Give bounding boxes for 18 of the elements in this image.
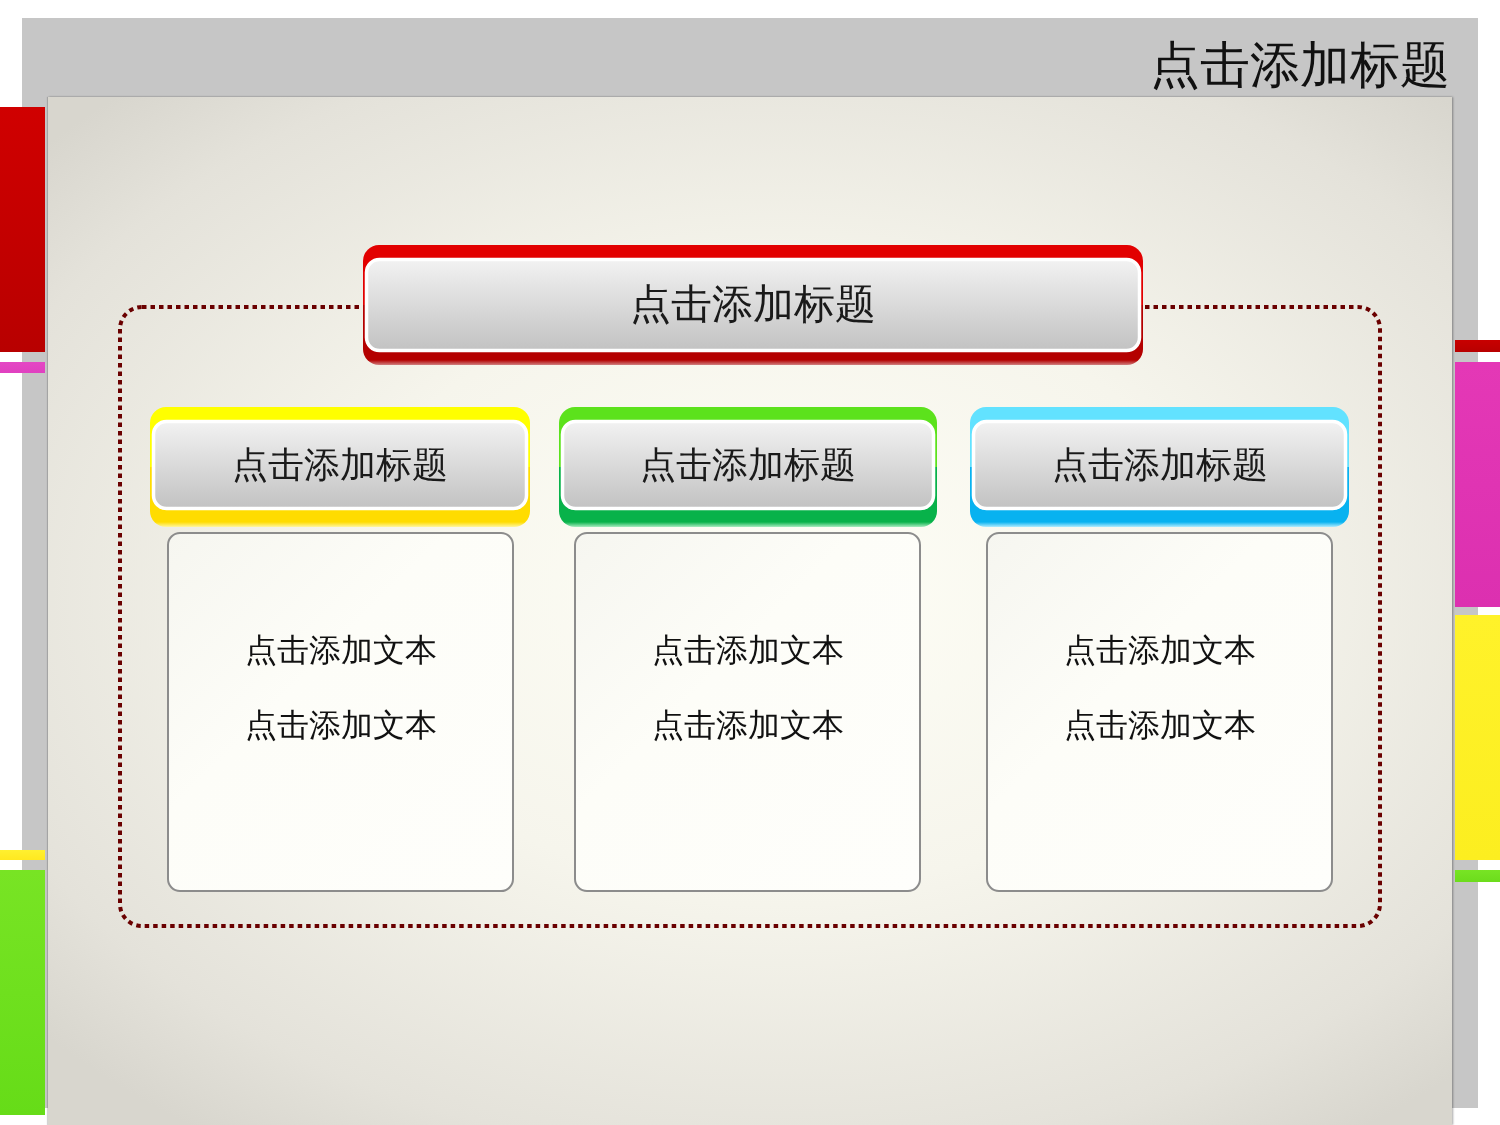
heading-text: 点击添加标题 bbox=[640, 445, 856, 485]
text-panel bbox=[574, 532, 921, 892]
text-panel bbox=[986, 532, 1333, 892]
heading-text: 点击添加标题 bbox=[1051, 445, 1268, 485]
body-text: 点击添加文本 bbox=[1063, 707, 1256, 743]
heading-text: 点击添加标题 bbox=[630, 282, 876, 328]
heading-tab bbox=[559, 407, 937, 527]
body-text: 点击添加文本 bbox=[244, 632, 437, 668]
heading-tab bbox=[150, 407, 530, 527]
body-text: 点击添加文本 bbox=[244, 707, 437, 743]
body-text: 点击添加文本 bbox=[651, 707, 844, 743]
text-panel bbox=[167, 532, 514, 892]
body-text: 点击添加文本 bbox=[1063, 632, 1256, 668]
slide-title: 点击添加标题 bbox=[1150, 37, 1450, 93]
heading-tab bbox=[970, 407, 1349, 527]
body-text: 点击添加文本 bbox=[651, 632, 844, 668]
heading-tab bbox=[363, 245, 1143, 365]
heading-text: 点击添加标题 bbox=[232, 445, 448, 485]
